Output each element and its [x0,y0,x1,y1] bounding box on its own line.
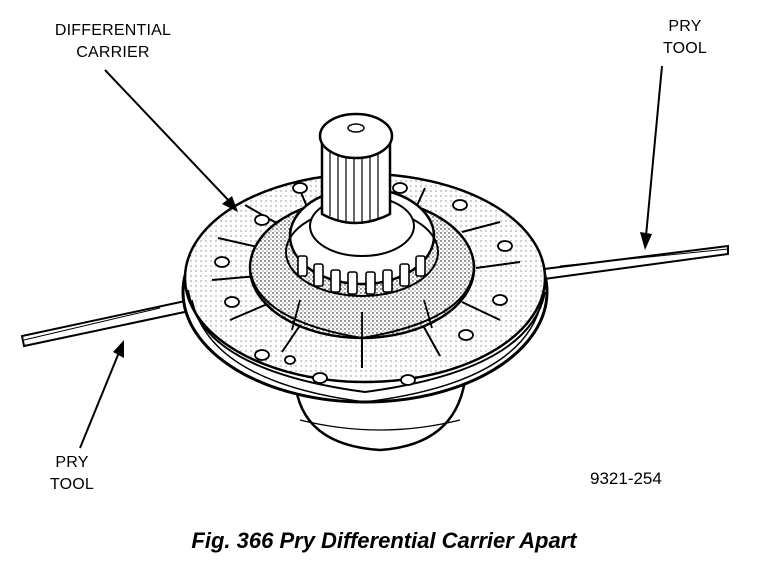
label-differential-carrier-line2: CARRIER [76,44,150,61]
leader-differential-carrier [104,69,238,212]
label-pry-tool-left: PRY TOOL [32,452,112,496]
label-pry-tool-left-line1: PRY [55,454,89,471]
label-pry-tool-right-line2: TOOL [662,40,708,57]
pry-tool-left [20,298,196,348]
label-pry-tool-right-line1: PRY [668,18,702,35]
figure-number: 9321-254 [590,469,662,488]
splined-shaft [318,112,394,225]
figure-caption: Fig. 366 Pry Differential Carrier Apart [191,528,577,553]
label-differential-carrier-line1: DIFFERENTIAL [54,22,172,39]
leader-pry-tool-left [79,340,124,449]
label-pry-tool-left-line2: TOOL [49,476,95,493]
leader-pry-tool-right [640,65,663,250]
label-differential-carrier: DIFFERENTIAL CARRIER [38,20,188,64]
label-pry-tool-right: PRY TOOL [640,16,730,60]
